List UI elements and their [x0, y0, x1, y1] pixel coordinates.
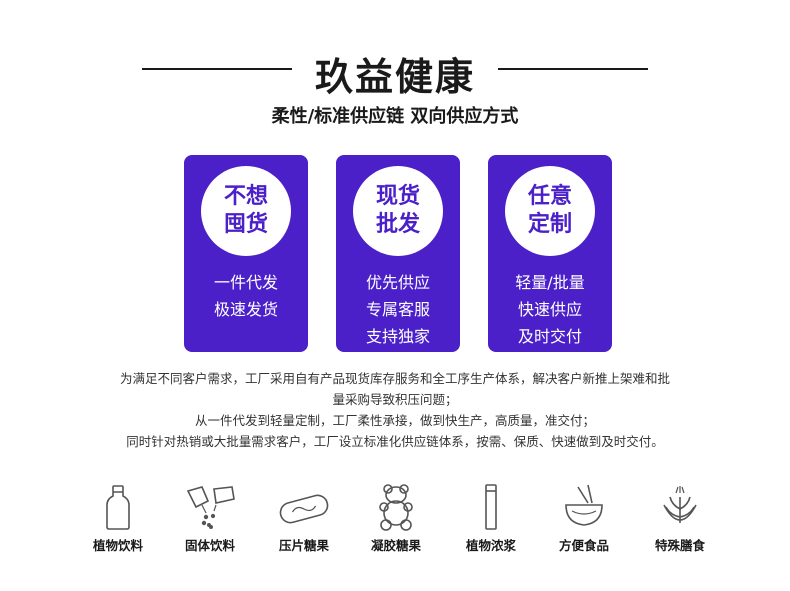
- product-label: 方便食品: [558, 538, 609, 553]
- card-feature: 一件代发: [213, 273, 278, 292]
- card-badge-line: 不想: [223, 184, 268, 209]
- card-feature: 优先供应: [365, 273, 430, 292]
- card-badge: 不想 囤货: [201, 166, 291, 256]
- product-label: 特殊膳食: [654, 538, 705, 553]
- description-line: 同时针对热销或大批量需求客户，工厂设立标准化供应链体系，按需、保质、快速做到及时…: [126, 434, 664, 449]
- card-features: 优先供应 专属客服 支持独家: [336, 269, 460, 350]
- bowl-icon: [554, 483, 614, 531]
- card-badge-line: 囤货: [223, 212, 268, 237]
- card-badge: 任意 定制: [505, 166, 595, 256]
- product-categories: 植物饮料 固体饮料: [0, 483, 790, 563]
- sachet-icon: [180, 483, 240, 531]
- product-gel-candy: 凝胶糖果: [348, 483, 444, 563]
- description-line: 为满足不同客户需求，工厂采用自有产品现货库存服务和全工序生产体系，解决客户新推上…: [119, 371, 670, 386]
- gummy-bear-icon: [366, 483, 426, 531]
- description-line: 量采购导致积压问题；: [332, 392, 458, 407]
- product-tablet-candy: 压片糖果: [256, 483, 352, 563]
- product-convenience-food: 方便食品: [536, 483, 632, 563]
- card-feature: 轻量/批量: [515, 273, 585, 292]
- product-label: 植物浓浆: [465, 538, 516, 553]
- product-special-diet: 特殊膳食: [632, 483, 728, 563]
- tablet-icon: [274, 483, 334, 531]
- description-line: 从一件代发到轻量定制，工厂柔性承接，做到快生产，高质量，准交付；: [194, 413, 595, 428]
- product-solid-drink: 固体饮料: [162, 483, 258, 563]
- card-feature: 极速发货: [213, 300, 278, 319]
- card-badge-text: 现货 批发: [368, 183, 428, 239]
- product-label: 植物饮料: [92, 538, 143, 553]
- wheat-icon: [650, 483, 710, 531]
- product-label: 固体饮料: [184, 538, 235, 553]
- product-label: 压片糖果: [278, 538, 329, 553]
- header: 玖益健康: [0, 40, 790, 99]
- service-card-no-stock: 不想 囤货 一件代发 极速发货: [184, 155, 308, 352]
- card-badge-text: 不想 囤货: [216, 183, 276, 239]
- card-badge: 现货 批发: [353, 166, 443, 256]
- card-badge-line: 任意: [527, 184, 572, 209]
- card-feature: 及时交付: [517, 327, 582, 346]
- service-cards: 不想 囤货 一件代发 极速发货 现货 批发 优先供应 专属客服 支持独家 任意 …: [0, 155, 790, 355]
- product-plant-paste: 植物浓浆: [443, 483, 539, 563]
- card-badge-line: 批发: [375, 212, 420, 237]
- card-feature: 专属客服: [365, 300, 430, 319]
- card-features: 轻量/批量 快速供应 及时交付: [488, 269, 612, 350]
- card-features: 一件代发 极速发货: [184, 269, 308, 323]
- product-plant-drink: 植物饮料: [70, 483, 166, 563]
- card-badge-line: 定制: [527, 212, 572, 237]
- service-card-wholesale: 现货 批发 优先供应 专属客服 支持独家: [336, 155, 460, 352]
- description: 为满足不同客户需求，工厂采用自有产品现货库存服务和全工序生产体系，解决客户新推上…: [60, 368, 730, 452]
- page-subtitle: 柔性/标准供应链 双向供应方式: [271, 106, 519, 127]
- header-divider-left: [142, 68, 292, 70]
- product-label: 凝胶糖果: [370, 538, 421, 553]
- tube-icon: [461, 483, 521, 531]
- card-feature: 支持独家: [365, 327, 430, 346]
- card-badge-text: 任意 定制: [520, 183, 580, 239]
- card-feature: 快速供应: [517, 300, 582, 319]
- bottle-icon: [88, 483, 148, 531]
- header-divider-right: [498, 68, 648, 70]
- page-title: 玖益健康: [314, 55, 475, 99]
- card-badge-line: 现货: [375, 184, 420, 209]
- service-card-custom: 任意 定制 轻量/批量 快速供应 及时交付: [488, 155, 612, 352]
